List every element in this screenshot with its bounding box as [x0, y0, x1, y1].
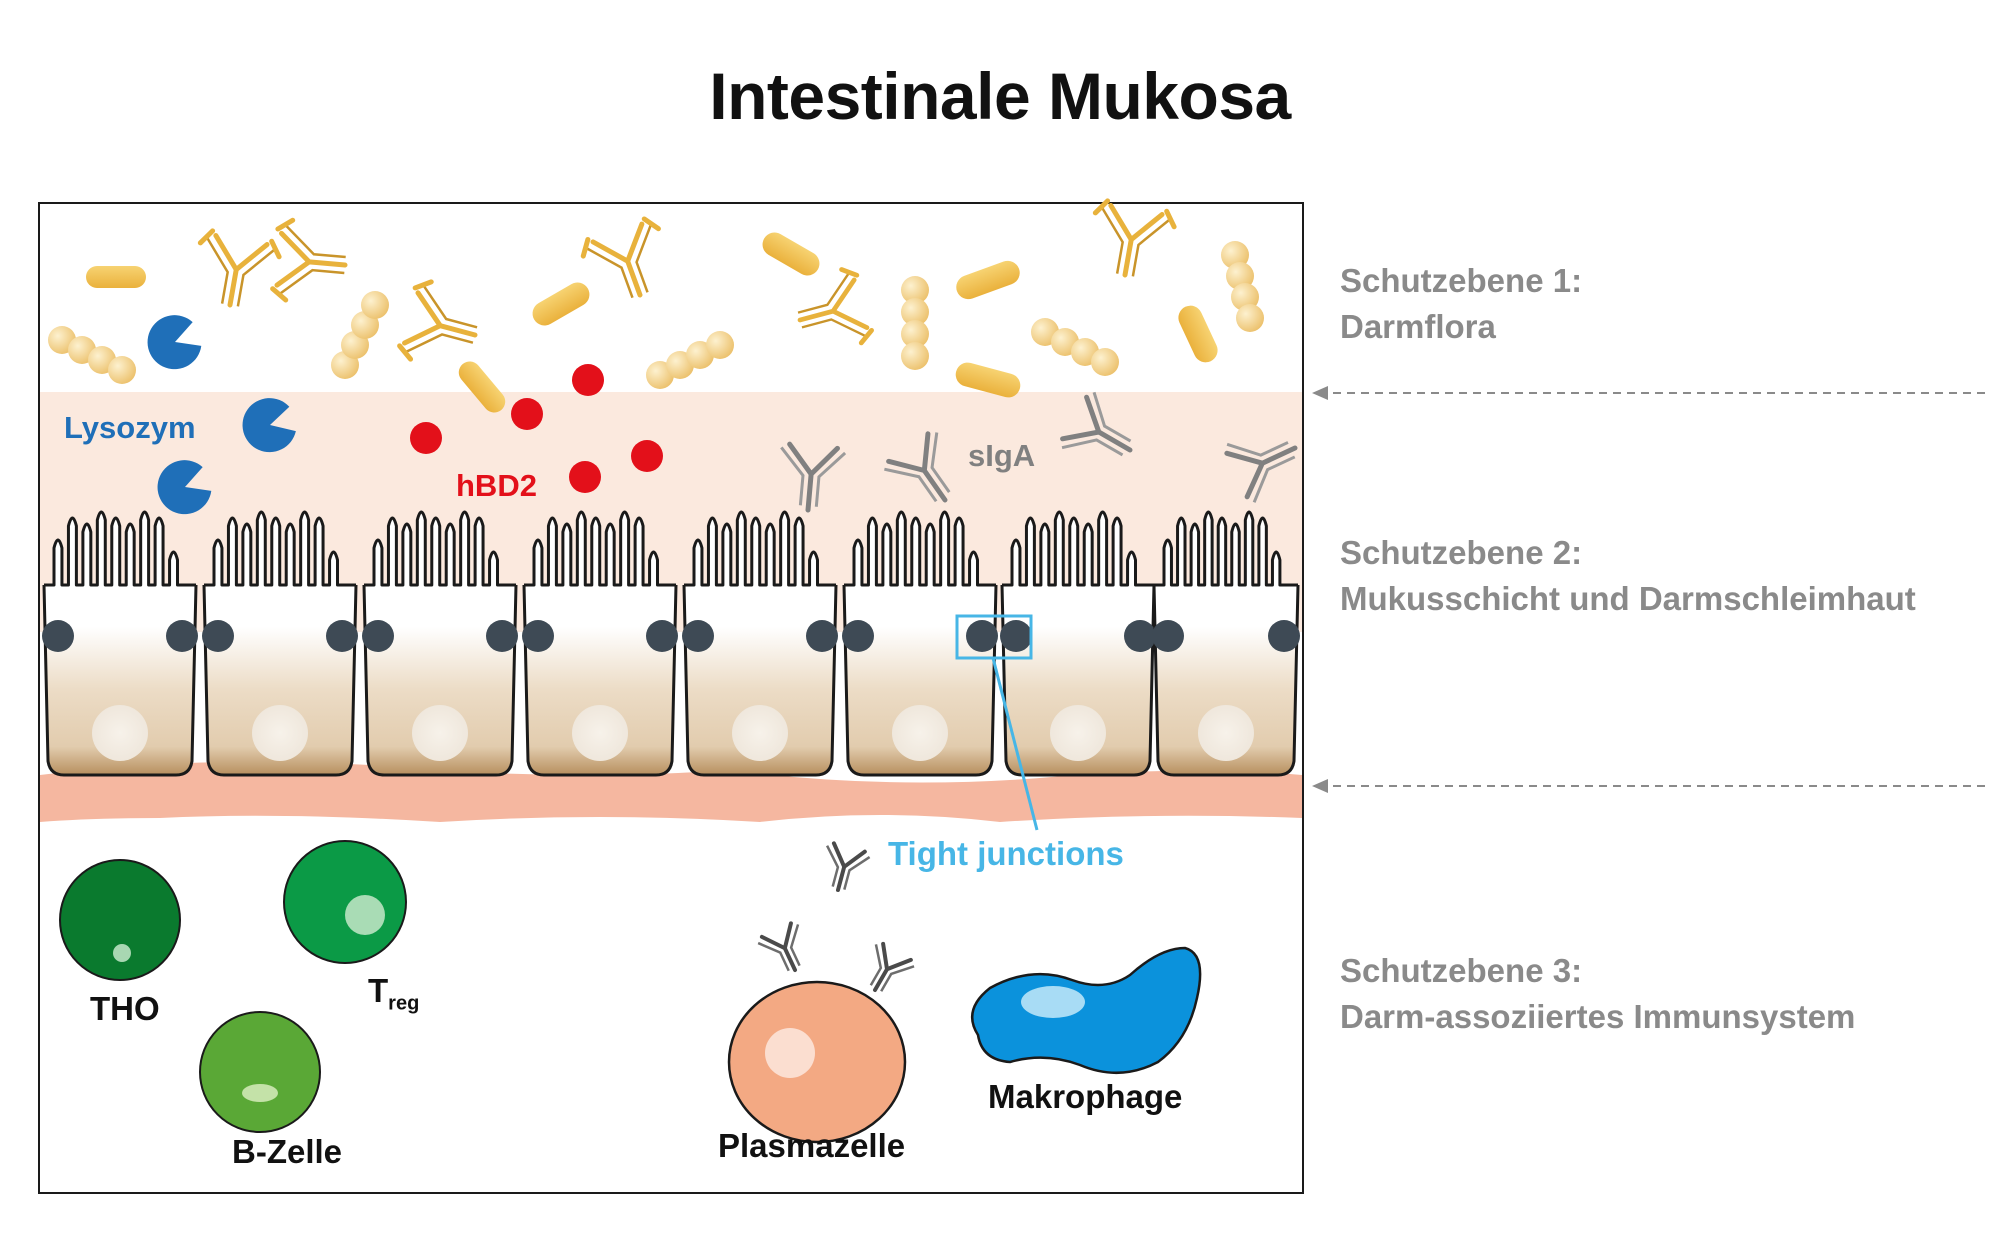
- epithelial-cell: [362, 510, 518, 777]
- rod-bacterium: [1178, 305, 1218, 363]
- treg-cell: [283, 840, 407, 964]
- lysozym-label: Lysozym: [64, 410, 196, 445]
- nucleus: [92, 705, 148, 761]
- chain-bacterium: [646, 331, 734, 389]
- epithelial-cell: [42, 510, 198, 777]
- siga-label: sIgA: [968, 438, 1036, 473]
- epithelial-cell: [202, 510, 358, 777]
- rod-bacterium: [955, 362, 1021, 398]
- junction-dot: [1000, 620, 1032, 652]
- microvilli: [684, 510, 836, 587]
- hbd2-molecules: [410, 364, 663, 493]
- level-1-desc: Darmflora: [1340, 308, 1496, 345]
- level-3-title: Schutzebene 3:: [1340, 952, 1583, 989]
- junction-dot: [522, 620, 554, 652]
- nucleus: [572, 705, 628, 761]
- junction-dot: [806, 620, 838, 652]
- microvilli: [524, 510, 676, 587]
- microvilli: [44, 510, 196, 587]
- level-2-desc: Mukusschicht und Darmschleimhaut: [1340, 580, 1916, 617]
- junction-dot: [1268, 620, 1300, 652]
- nucleus: [732, 705, 788, 761]
- epithelial-cell: [1000, 510, 1156, 777]
- junction-dot: [1124, 620, 1156, 652]
- tho-cell: [59, 859, 181, 981]
- darmflora-layer: [48, 199, 1264, 413]
- junction-dot: [682, 620, 714, 652]
- macrophage: [970, 946, 1202, 1074]
- junction-dot: [486, 620, 518, 652]
- nucleus: [892, 705, 948, 761]
- junction-dot: [362, 620, 394, 652]
- microvilli: [204, 510, 356, 587]
- junction-dot: [842, 620, 874, 652]
- chain-bacterium: [1221, 241, 1264, 332]
- hbd2-label: hBD2: [456, 468, 537, 503]
- level-3-desc: Darm-assoziiertes Immunsystem: [1340, 998, 1856, 1035]
- treg-label: Treg: [368, 972, 419, 1016]
- junction-dot: [166, 620, 198, 652]
- tight-junction-pointer: [991, 657, 1039, 831]
- page-title: Intestinale Mukosa: [709, 59, 1291, 133]
- level-arrows: [1312, 386, 1985, 793]
- plasma-cell: [727, 839, 919, 1144]
- junction-dot: [42, 620, 74, 652]
- rod-bacterium: [762, 232, 820, 276]
- junction-dot: [966, 620, 998, 652]
- epithelial-cell: [1152, 510, 1300, 777]
- chain-bacterium: [48, 326, 136, 384]
- junction-dot: [202, 620, 234, 652]
- level-3-label: Schutzebene 3: Darm-assoziiertes Immunsy…: [1340, 948, 1855, 1040]
- chain-bacterium: [331, 291, 389, 379]
- epithelial-cell: [522, 510, 678, 777]
- junction-dot: [646, 620, 678, 652]
- treg-sub: reg: [388, 992, 420, 1015]
- microvilli: [1154, 510, 1298, 587]
- epithelial-cell: [682, 510, 838, 777]
- nucleus: [412, 705, 468, 761]
- rod-bacterium: [532, 282, 590, 326]
- nucleus: [1198, 705, 1254, 761]
- lamina-propria-band: [40, 761, 1302, 822]
- tight-junctions-label: Tight junctions: [888, 835, 1124, 872]
- nucleus: [1050, 705, 1106, 761]
- level-2-label: Schutzebene 2: Mukusschicht und Darmschl…: [1340, 530, 1916, 622]
- makrophage-label: Makrophage: [988, 1078, 1183, 1115]
- level-2-title: Schutzebene 2:: [1340, 534, 1583, 571]
- junction-dot: [326, 620, 358, 652]
- level-1-label: Schutzebene 1: Darmflora: [1340, 258, 1582, 350]
- nucleus: [252, 705, 308, 761]
- treg-main: T: [368, 972, 389, 1009]
- plasmazelle-label: Plasmazelle: [718, 1127, 906, 1164]
- b-zelle-label: B-Zelle: [232, 1133, 343, 1170]
- rod-bacterium: [956, 260, 1020, 300]
- chain-bacterium: [901, 276, 929, 370]
- chain-bacterium: [1031, 318, 1119, 376]
- microvilli: [1002, 510, 1154, 587]
- epithelial-cells: [42, 510, 1300, 777]
- b-cell: [199, 1011, 321, 1133]
- level-1-title: Schutzebene 1:: [1340, 262, 1583, 299]
- rod-bacterium: [458, 361, 506, 413]
- tho-label: THO: [90, 990, 160, 1027]
- microvilli: [364, 510, 516, 587]
- junction-dot: [1152, 620, 1184, 652]
- rod-bacterium: [86, 266, 146, 288]
- microvilli: [844, 510, 996, 587]
